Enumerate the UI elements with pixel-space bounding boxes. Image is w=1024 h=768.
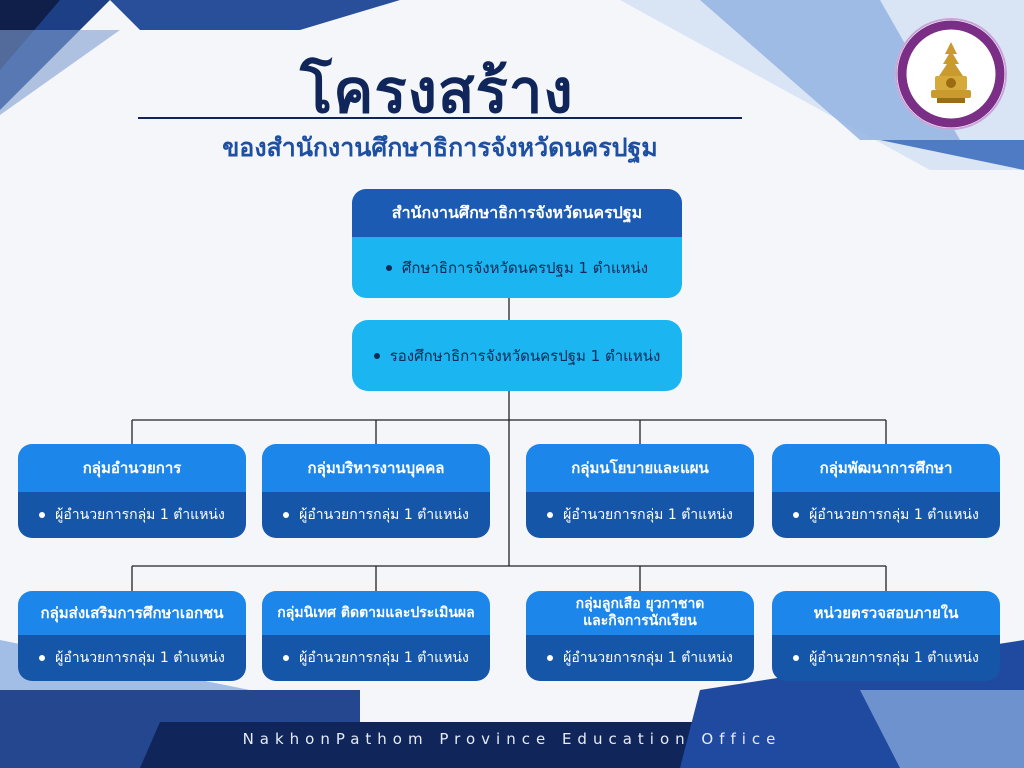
node-body: ผู้อำนวยการกลุ่ม 1 ตำแหน่ง: [262, 492, 490, 538]
node-header: กลุ่มลูกเสือ ยุวกาชาด และกิจการนักเรียน: [526, 591, 754, 635]
node-body: ผู้อำนวยการกลุ่ม 1 ตำแหน่ง: [526, 492, 754, 538]
node-group-supervision-evaluation: กลุ่มนิเทศ ติดตามและประเมินผล ผู้อำนวยกา…: [262, 591, 490, 681]
node-item: ผู้อำนวยการกลุ่ม 1 ตำแหน่ง: [55, 507, 225, 523]
node-group-personnel: กลุ่มบริหารงานบุคคล ผู้อำนวยการกลุ่ม 1 ต…: [262, 444, 490, 538]
node-group-policy-planning: กลุ่มนโยบายและแผน ผู้อำนวยการกลุ่ม 1 ตำแ…: [526, 444, 754, 538]
node-item: รองศึกษาธิการจังหวัดนครปฐม 1 ตำแหน่ง: [389, 346, 661, 365]
node-header: กลุ่มนิเทศ ติดตามและประเมินผล: [262, 591, 490, 635]
bullet-icon: [385, 264, 392, 271]
node-header: กลุ่มนโยบายและแผน: [526, 444, 754, 492]
node-item: ผู้อำนวยการกลุ่ม 1 ตำแหน่ง: [809, 507, 979, 523]
bullet-icon: [39, 655, 46, 661]
node-item: ผู้อำนวยการกลุ่ม 1 ตำแหน่ง: [809, 650, 979, 666]
bullet-icon: [547, 512, 554, 518]
node-header: กลุ่มพัฒนาการศึกษา: [772, 444, 1000, 492]
bullet-icon: [547, 655, 554, 661]
node-item: ผู้อำนวยการกลุ่ม 1 ตำแหน่ง: [55, 650, 225, 666]
bullet-icon: [283, 655, 290, 661]
node-header: หน่วยตรวจสอบภายใน: [772, 591, 1000, 635]
bullet-icon: [793, 512, 800, 518]
node-item: ผู้อำนวยการกลุ่ม 1 ตำแหน่ง: [563, 507, 733, 523]
node-body: ผู้อำนวยการกลุ่ม 1 ตำแหน่ง: [772, 492, 1000, 538]
node-header: สำนักงานศึกษาธิการจังหวัดนครปฐม: [352, 189, 682, 237]
node-body: ผู้อำนวยการกลุ่ม 1 ตำแหน่ง: [526, 635, 754, 681]
node-header: กลุ่มบริหารงานบุคคล: [262, 444, 490, 492]
node-group-education-development: กลุ่มพัฒนาการศึกษา ผู้อำนวยการกลุ่ม 1 ตำ…: [772, 444, 1000, 538]
node-body: ศึกษาธิการจังหวัดนครปฐม 1 ตำแหน่ง: [352, 237, 682, 298]
node-item: ผู้อำนวยการกลุ่ม 1 ตำแหน่ง: [299, 650, 469, 666]
page-subtitle: ของสำนักงานศึกษาธิการจังหวัดนครปฐม: [222, 133, 658, 162]
node-body: ผู้อำนวยการกลุ่ม 1 ตำแหน่ง: [772, 635, 1000, 681]
bullet-icon: [793, 655, 800, 661]
node-group-private-education: กลุ่มส่งเสริมการศึกษาเอกชน ผู้อำนวยการกล…: [18, 591, 246, 681]
footer-office-name: NakhonPathom Province Education Office: [242, 730, 782, 748]
node-item: ผู้อำนวยการกลุ่ม 1 ตำแหน่ง: [299, 507, 469, 523]
node-body: ผู้อำนวยการกลุ่ม 1 ตำแหน่ง: [18, 492, 246, 538]
node-header: กลุ่มส่งเสริมการศึกษาเอกชน: [18, 591, 246, 635]
node-provincial-office: สำนักงานศึกษาธิการจังหวัดนครปฐม ศึกษาธิก…: [352, 189, 682, 298]
node-deputy: รองศึกษาธิการจังหวัดนครปฐม 1 ตำแหน่ง: [352, 320, 682, 391]
node-header: กลุ่มอำนวยการ: [18, 444, 246, 492]
bullet-icon: [39, 512, 46, 518]
node-group-administration: กลุ่มอำนวยการ ผู้อำนวยการกลุ่ม 1 ตำแหน่ง: [18, 444, 246, 538]
education-office-seal-logo: [895, 18, 1007, 130]
page-title: โครงสร้าง: [300, 57, 574, 127]
node-body: รองศึกษาธิการจังหวัดนครปฐม 1 ตำแหน่ง: [352, 320, 682, 391]
bullet-icon: [373, 352, 380, 359]
title-underline: [138, 117, 742, 119]
node-group-internal-audit: หน่วยตรวจสอบภายใน ผู้อำนวยการกลุ่ม 1 ตำแ…: [772, 591, 1000, 681]
node-item: ศึกษาธิการจังหวัดนครปฐม 1 ตำแหน่ง: [401, 258, 649, 277]
node-body: ผู้อำนวยการกลุ่ม 1 ตำแหน่ง: [18, 635, 246, 681]
node-body: ผู้อำนวยการกลุ่ม 1 ตำแหน่ง: [262, 635, 490, 681]
bullet-icon: [283, 512, 290, 518]
node-group-scouts-student-affairs: กลุ่มลูกเสือ ยุวกาชาด และกิจการนักเรียน …: [526, 591, 754, 681]
node-item: ผู้อำนวยการกลุ่ม 1 ตำแหน่ง: [563, 650, 733, 666]
